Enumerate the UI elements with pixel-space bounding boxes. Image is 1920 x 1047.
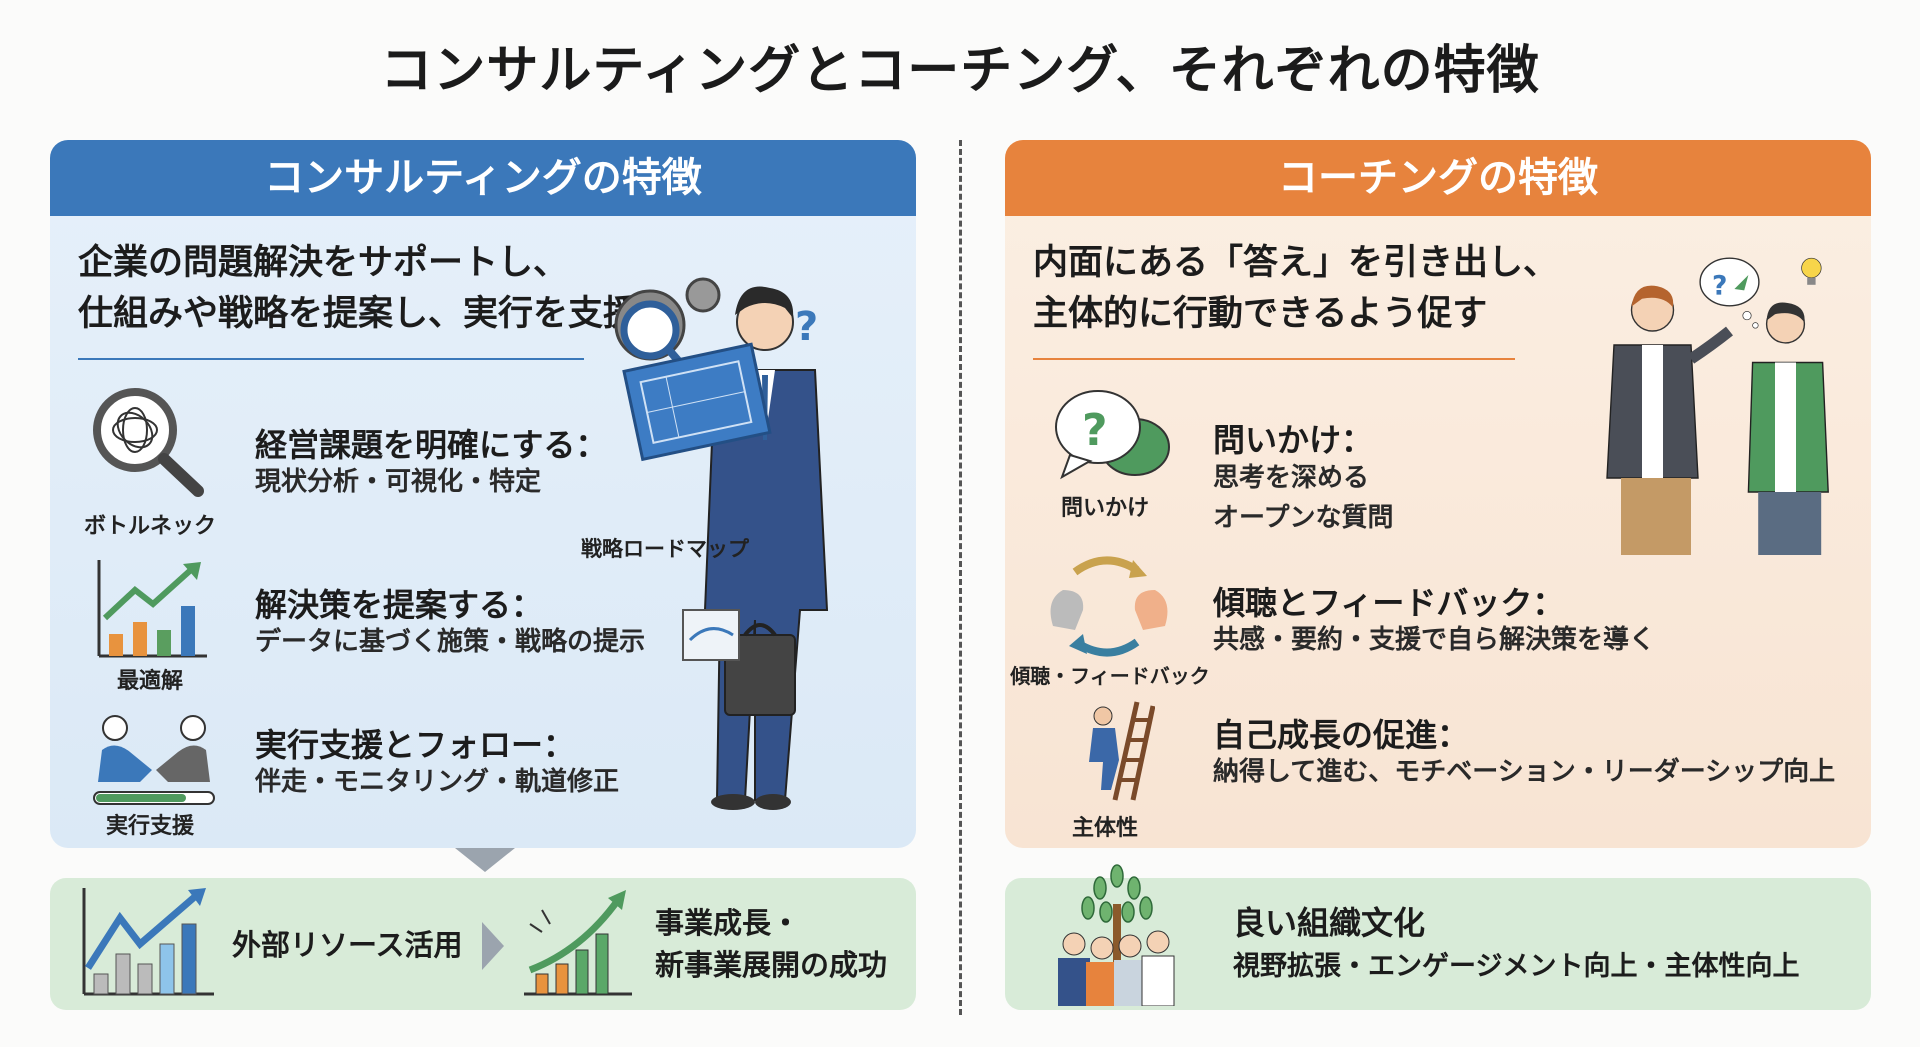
icon-label: 主体性 xyxy=(1071,816,1138,841)
item-sub: オープンな質問 xyxy=(1213,503,1394,533)
rising-chart-icon xyxy=(82,888,214,996)
down-arrow-icon xyxy=(455,848,515,872)
headline-line: 企業の問題解決をサポートし、 xyxy=(78,243,569,283)
outcome-line: 事業成長・ xyxy=(655,906,801,940)
growth-chart-icon xyxy=(524,890,632,996)
coaching-headline: 内面にある「答え」を引き出し、 主体的に行動できるよう促す xyxy=(1033,238,1558,340)
item-heading: 実行支援とフォロー： xyxy=(255,726,576,764)
coaching-panel: コーチングの特徴 内面にある「答え」を引き出し、 主体的に行動できるよう促す ?… xyxy=(1005,140,1871,848)
item-sub: 伴走・モニタリング・軌道修正 xyxy=(255,767,620,797)
outcome-to-text: 事業成長・ 新事業展開の成功 xyxy=(655,902,887,986)
magnifier-bottleneck-icon xyxy=(93,388,204,497)
consulting-panel: コンサルティングの特徴 企業の問題解決をサポートし、 仕組みや戦略を提案し、実行… xyxy=(50,140,916,848)
tree-team-icon xyxy=(1058,864,1175,1006)
item-heading: 自己成長の促進： xyxy=(1213,716,1470,754)
divider-rule xyxy=(1033,358,1515,360)
handshake-icon xyxy=(93,715,215,805)
item-sub: 納得して進む、モチベーション・リーダーシップ向上 xyxy=(1213,757,1836,787)
headline-line: 仕組みや戦略を提案し、実行を支援 xyxy=(78,294,639,334)
arrow-right-icon xyxy=(482,922,504,970)
ladder-climber-icon xyxy=(1089,701,1155,801)
item-sub: 現状分析・可視化・特定 xyxy=(255,467,542,497)
listening-feedback-icon xyxy=(1050,556,1168,657)
roadmap-label: 戦略ロードマップ xyxy=(581,537,749,561)
icon-label: 傾聴・フィードバック xyxy=(1010,664,1210,688)
item-heading: 経営課題を明確にする： xyxy=(255,426,608,464)
coaching-header: コーチングの特徴 xyxy=(1005,140,1871,216)
item-sub: データに基づく施策・戦略の提示 xyxy=(255,627,646,657)
bar-chart-growth-icon xyxy=(97,560,207,658)
coaching-outcome-box: 良い組織文化 視野拡張・エンゲージメント向上・主体性向上 xyxy=(1005,864,1871,1010)
item-heading: 傾聴とフィードバック： xyxy=(1213,584,1565,622)
consulting-headline: 企業の問題解決をサポートし、 仕組みや戦略を提案し、実行を支援 xyxy=(78,238,638,340)
page-title: コンサルティングとコーチング、それぞれの特徴 xyxy=(380,41,1540,101)
item-heading: 解決策を提案する： xyxy=(255,586,544,624)
item-sub: 思考を深める xyxy=(1213,463,1370,493)
outcome-title: 良い組織文化 xyxy=(1233,904,1426,942)
item-heading: 問いかけ： xyxy=(1213,421,1374,459)
icon-label: 問いかけ xyxy=(1060,496,1149,521)
svg-text:?: ? xyxy=(1082,405,1108,456)
headline-line: 主体的に行動できるよう促す xyxy=(1033,294,1488,334)
svg-text:?: ? xyxy=(795,304,818,350)
consulting-header: コンサルティングの特徴 xyxy=(50,140,916,216)
center-divider xyxy=(959,140,962,1015)
consulting-outcome-box: 外部リソース活用 事業成長・ 新事業展開の成功 xyxy=(50,878,916,1010)
headline-line: 内面にある「答え」を引き出し、 xyxy=(1033,243,1559,283)
outcome-line: 新事業展開の成功 xyxy=(655,948,888,982)
outcome-sub: 視野拡張・エンゲージメント向上・主体性向上 xyxy=(1233,951,1800,982)
icon-label: 最適解 xyxy=(116,669,183,694)
item-sub: 共感・要約・支援で自ら解決策を導く xyxy=(1213,625,1656,655)
speech-bubble-question-icon: ? xyxy=(1055,390,1170,480)
outcome-from-text: 外部リソース活用 xyxy=(232,928,463,962)
svg-text:?: ? xyxy=(1712,271,1727,302)
divider-rule xyxy=(78,358,584,360)
icon-label: ボトルネック xyxy=(83,514,216,539)
icon-label: 実行支援 xyxy=(105,814,194,839)
consultant-illustration: ? xyxy=(614,277,829,810)
coaching-conversation-illustration: ? xyxy=(1606,257,1829,555)
